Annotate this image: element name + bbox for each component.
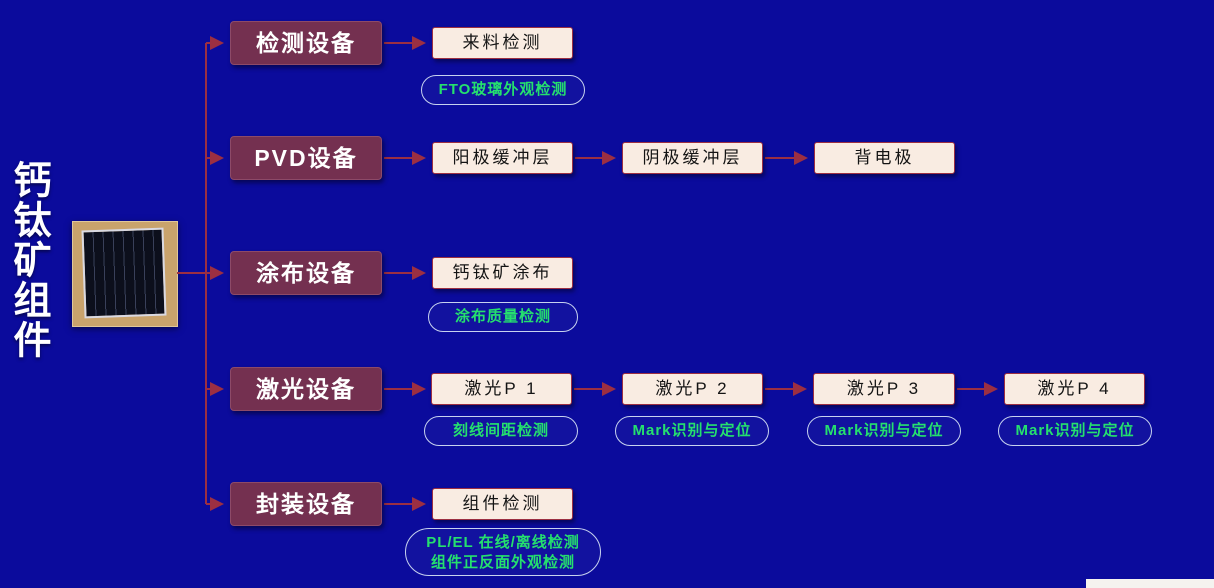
category-box-laser: 激光设备 xyxy=(230,367,382,411)
category-box-pvd: PVD设备 xyxy=(230,136,382,180)
process-box-laser-p3: 激光P 3 xyxy=(813,373,955,405)
bottom-edge-artifact xyxy=(1086,579,1214,588)
solar-panel-image xyxy=(81,227,167,319)
badge-mark-align-p3: Mark识别与定位 xyxy=(807,416,961,446)
category-box-inspection: 检测设备 xyxy=(230,21,382,65)
process-box-incoming-inspection: 来料检测 xyxy=(432,27,573,59)
badge-mark-align-p4: Mark识别与定位 xyxy=(998,416,1152,446)
badge-coating-quality: 涂布质量检测 xyxy=(428,302,578,332)
process-box-module-inspection: 组件检测 xyxy=(432,488,573,520)
category-box-coating: 涂布设备 xyxy=(230,251,382,295)
badge-line-2: 组件正反面外观检测 xyxy=(430,554,575,571)
badge-scribe-spacing: 刻线间距检测 xyxy=(424,416,578,446)
badge-fto-glass-inspection: FTO玻璃外观检测 xyxy=(421,75,585,105)
process-box-laser-p1: 激光P 1 xyxy=(431,373,572,405)
process-box-laser-p2: 激光P 2 xyxy=(622,373,763,405)
module-photo xyxy=(72,221,178,327)
process-box-back-electrode: 背电极 xyxy=(814,142,955,174)
process-box-laser-p4: 激光P 4 xyxy=(1004,373,1145,405)
badge-line-1: PL/EL 在线/离线检测 xyxy=(426,534,580,551)
diagram-title-vertical: 钙钛矿组件 xyxy=(7,160,49,360)
process-box-perovskite-coating: 钙钛矿涂布 xyxy=(432,257,573,289)
badge-mark-align-p2: Mark识别与定位 xyxy=(615,416,769,446)
process-box-anode-buffer: 阳极缓冲层 xyxy=(432,142,573,174)
process-box-cathode-buffer: 阴极缓冲层 xyxy=(622,142,763,174)
badge-module-inspection: PL/EL 在线/离线检测 组件正反面外观检测 xyxy=(405,528,601,576)
category-box-packaging: 封装设备 xyxy=(230,482,382,526)
